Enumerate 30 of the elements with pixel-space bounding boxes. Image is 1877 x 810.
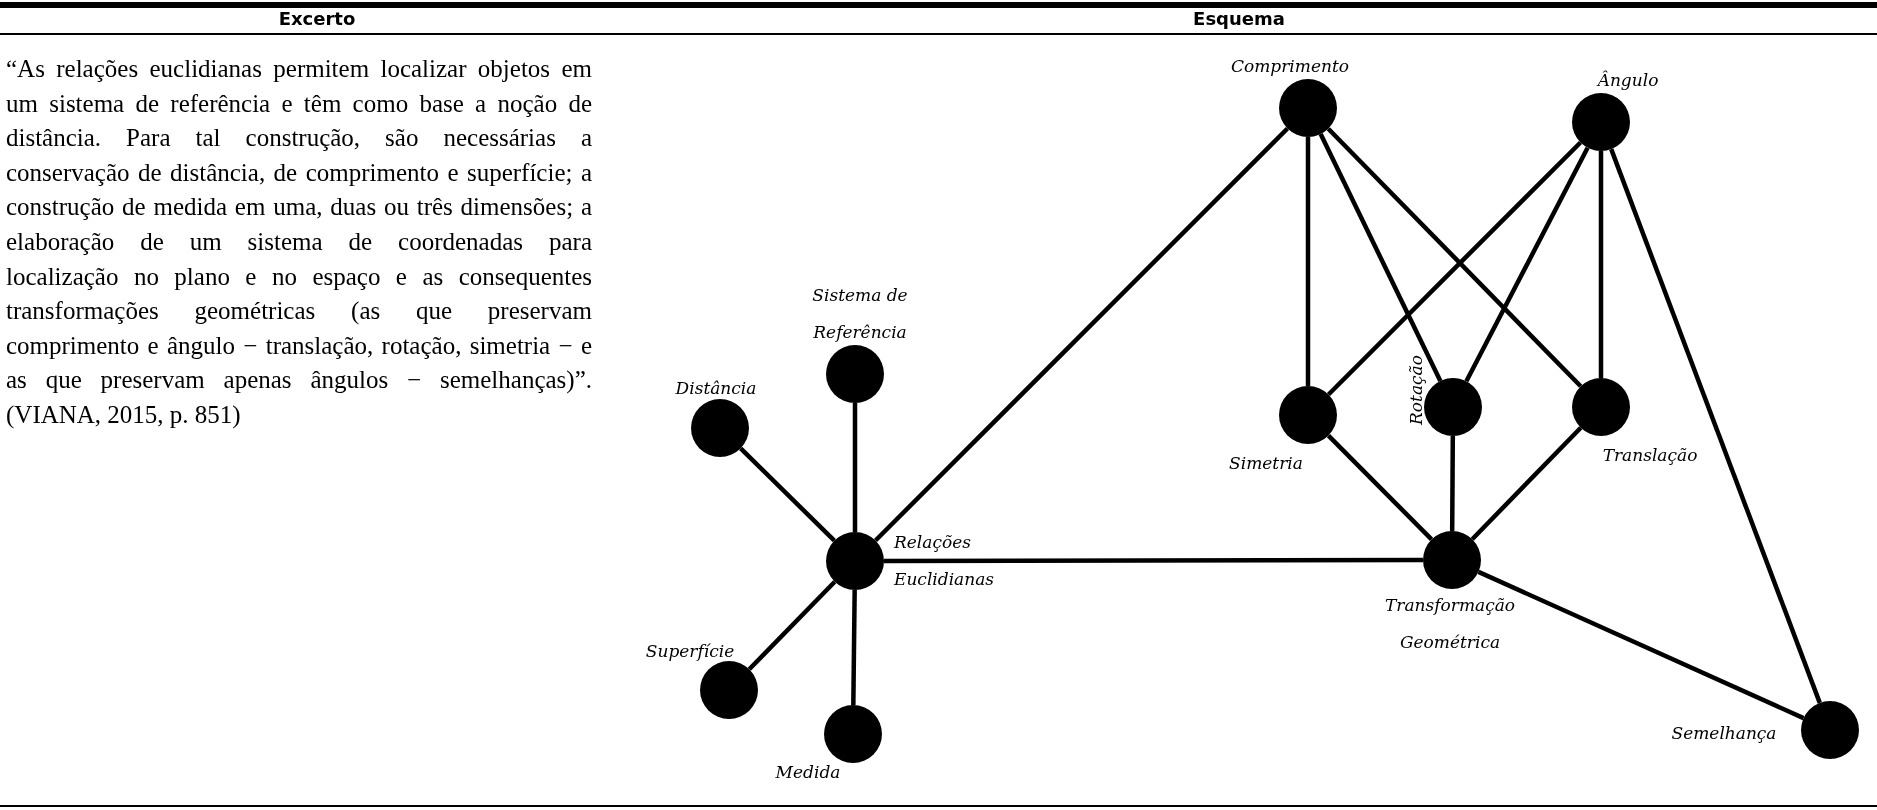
node-label: Relações Euclidianas — [894, 531, 996, 591]
connector-line — [1609, 148, 1822, 704]
node-label: Medida — [775, 761, 841, 784]
connector-line — [1464, 146, 1590, 383]
connector-line — [1470, 426, 1583, 541]
column-header: Excerto — [278, 8, 356, 29]
node-label: Ângulo — [1597, 69, 1659, 92]
node-label: Transformação Geométrica — [1383, 594, 1517, 654]
connector-line — [884, 557, 1423, 564]
column-header: Esquema — [1193, 8, 1285, 29]
node-label: Distância — [675, 377, 757, 400]
node-label: Translação — [1602, 444, 1698, 467]
connector-line — [851, 589, 857, 706]
connector-line — [739, 446, 836, 543]
node-label: Comprimento — [1231, 55, 1349, 78]
connector-line — [1477, 569, 1805, 721]
node-label: Rotação — [1405, 355, 1427, 425]
connector-line — [1305, 137, 1311, 386]
connector-line — [1318, 133, 1443, 382]
connector-line — [747, 580, 837, 671]
excerpt-paragraph: “As relações euclidianas permitem localizar objetos em um sistema de referência e têm como base a noção de distância. Para tal construção, são necessárias a conservação de distância, de comprimento e superfície; a construção de medida em uma, duas ou três dimensões; a elaboração de um sistema de coordenadas para localização no plano e no espaço e as consequentes transformações geométricas (as que preservam comprimento e ângulo − translação, rotação, simetria − e as que preservam apenas ângulos − semelhanças)”. (VIANA, 2015, p. 851) — [6, 54, 592, 431]
connector-line — [1449, 436, 1456, 531]
connector-line — [852, 403, 858, 532]
connector-line — [1598, 151, 1604, 378]
node-label: Simetria — [1229, 452, 1303, 475]
node-label: Semelhança — [1671, 722, 1777, 745]
node-label: Superfície — [645, 640, 735, 663]
connector-line — [1326, 434, 1434, 541]
connector-line — [873, 126, 1290, 543]
node-label: Sistema de Referência — [811, 284, 909, 344]
